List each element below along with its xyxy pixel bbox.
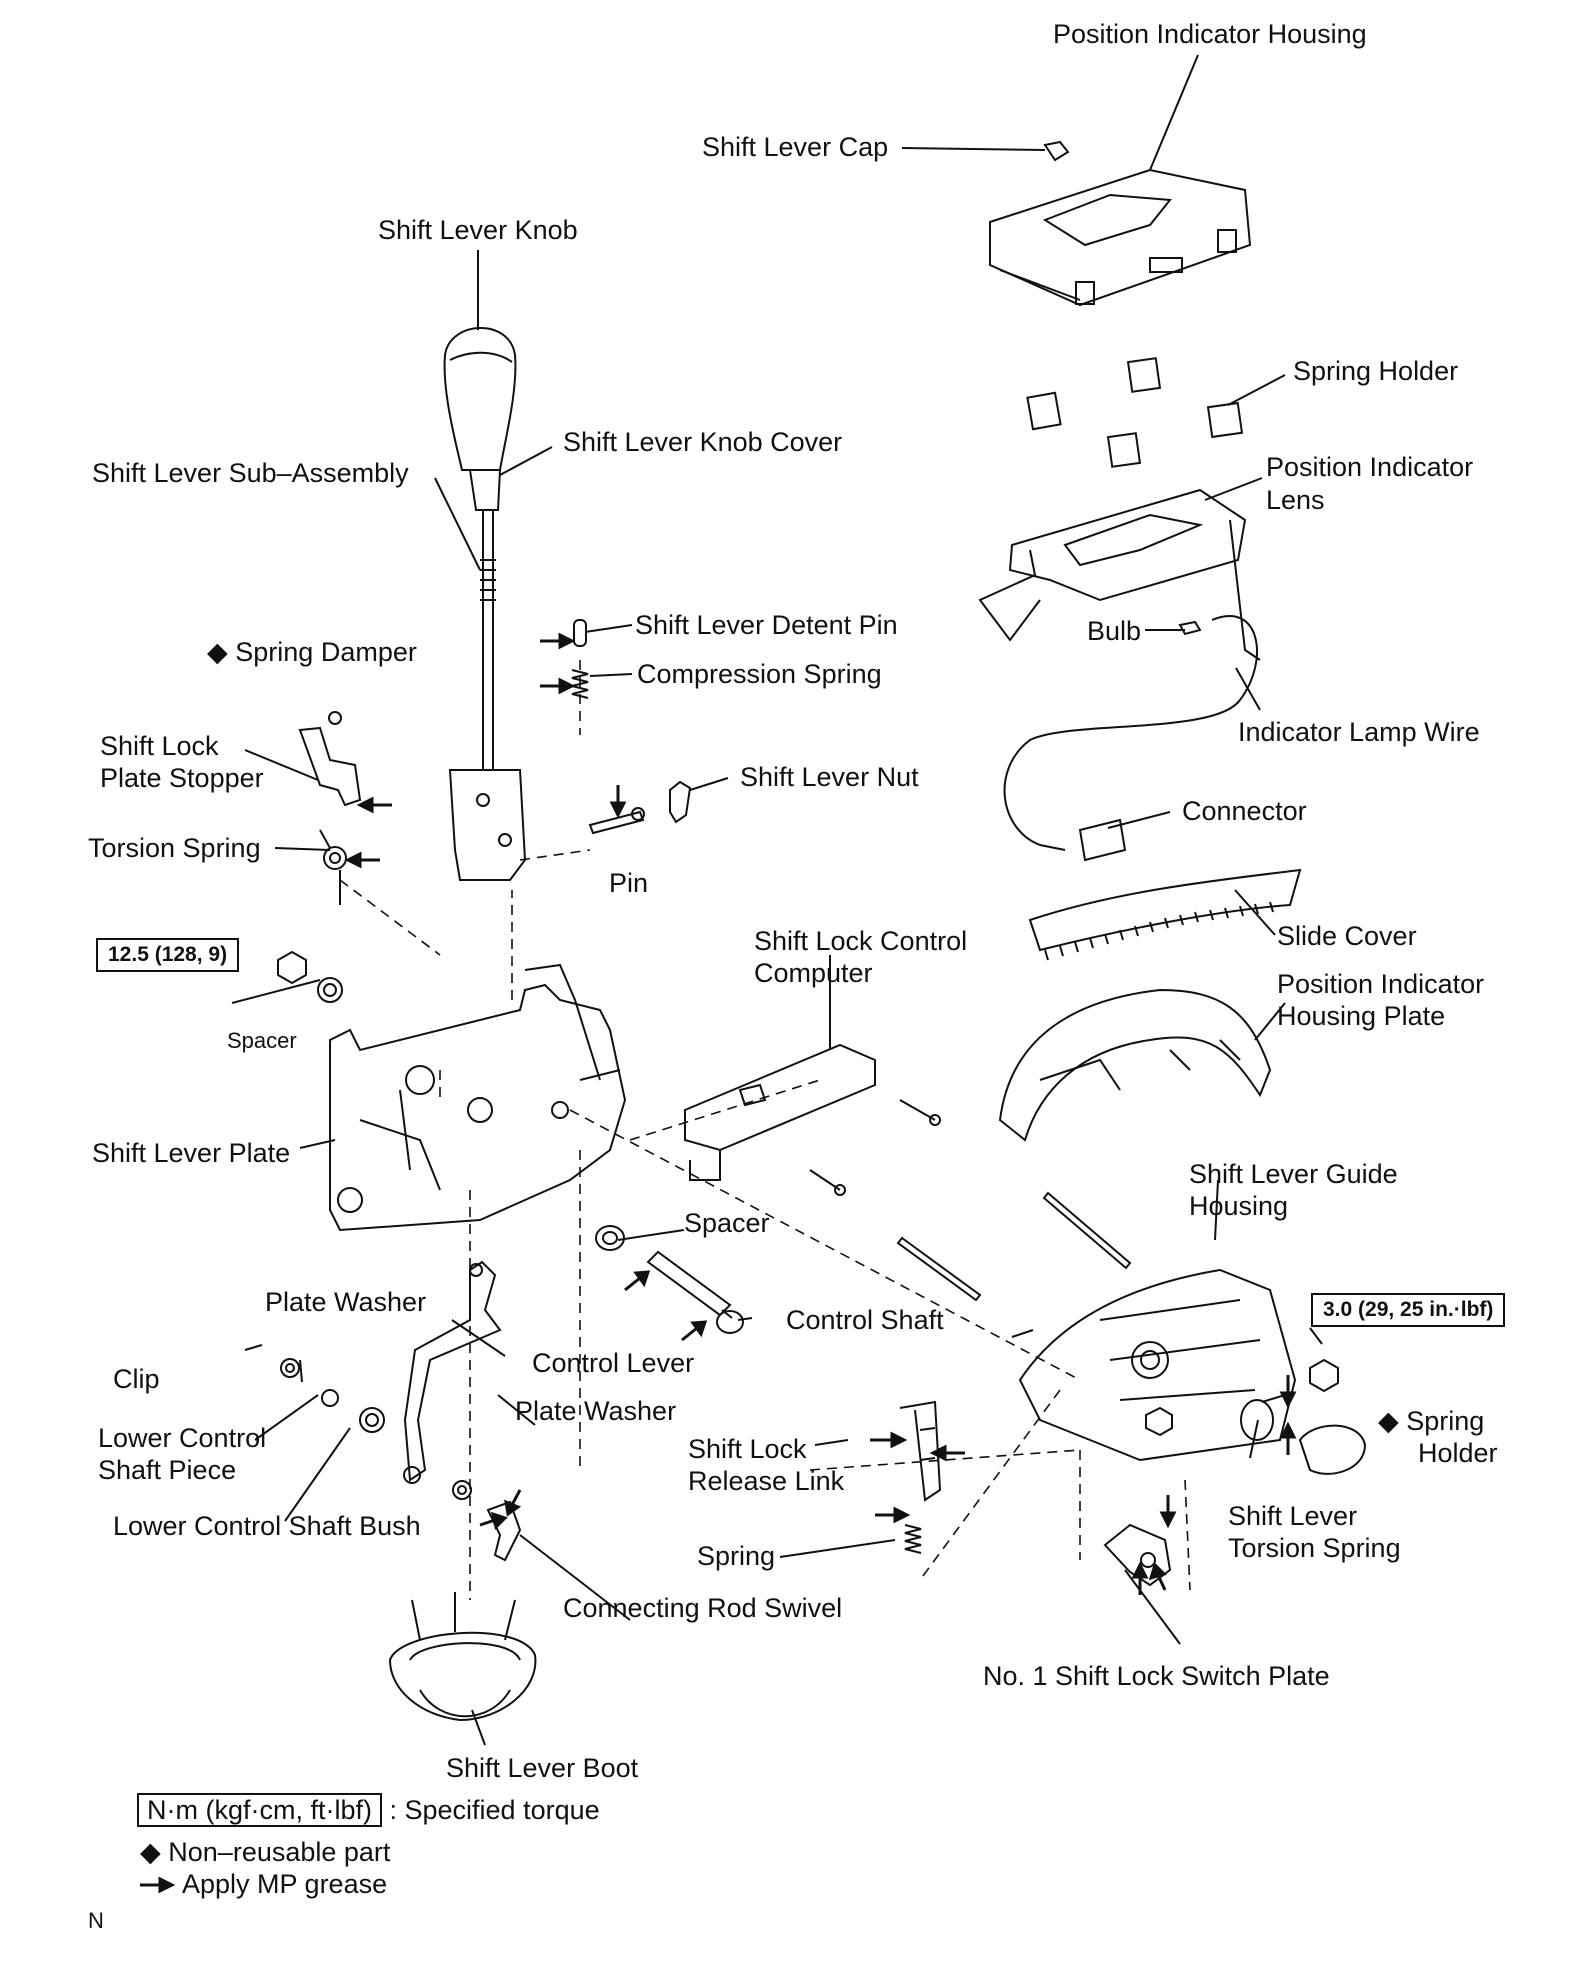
nonreusable-symbol: ◆ — [207, 637, 228, 667]
label-plate-washer-upper: Plate Washer — [265, 1287, 427, 1317]
label-bulb: Bulb — [1087, 616, 1142, 646]
spring-damper-text: Spring Damper — [235, 637, 417, 667]
legend-nonreusable-text: Non–reusable part — [168, 1837, 391, 1867]
label-shift-lock-release-link-1: Shift Lock — [688, 1434, 807, 1464]
nonreusable-symbol: ◆ — [1378, 1406, 1399, 1436]
label-lower-control-shaft-piece-1: Lower Control — [98, 1423, 267, 1453]
label-pin: Pin — [609, 868, 649, 898]
label-no1-shift-lock-switch-plate: No. 1 Shift Lock Switch Plate — [983, 1661, 1330, 1691]
label-position-indicator-housing-plate-1: Position Indicator — [1277, 969, 1485, 999]
legend-grease-text: Apply MP grease — [182, 1869, 388, 1899]
label-shift-lever-detent-pin: Shift Lever Detent Pin — [635, 610, 898, 640]
label-connector: Connector — [1182, 796, 1307, 826]
label-position-indicator-lens-1: Position Indicator — [1266, 452, 1474, 482]
label-shift-lever-guide-housing-1: Shift Lever Guide — [1189, 1159, 1398, 1189]
label-shift-lever-nut: Shift Lever Nut — [740, 762, 919, 792]
legend-torque-box: N·m (kgf·cm, ft·lbf) — [137, 1793, 382, 1827]
label-shift-lock-release-link-2: Release Link — [688, 1466, 845, 1496]
label-spring-holder-lower-2: Holder — [1418, 1438, 1498, 1468]
label-shift-lever-guide-housing-2: Housing — [1189, 1191, 1289, 1221]
label-shift-lock-plate-stopper-2: Plate Stopper — [100, 763, 264, 793]
label-shift-lever-boot: Shift Lever Boot — [446, 1753, 639, 1783]
label-torsion-spring: Torsion Spring — [88, 833, 261, 863]
corner-mark: N — [88, 1908, 104, 1933]
legend-torque: N·m (kgf·cm, ft·lbf) : Specified torque — [137, 1793, 600, 1827]
label-shift-lever-torsion-spring-1: Shift Lever — [1228, 1501, 1358, 1531]
label-spring-damper: ◆ Spring Damper — [207, 636, 417, 668]
label-lower-control-shaft-piece-2: Shaft Piece — [98, 1455, 237, 1485]
label-spring-holder-lower-1: ◆ Spring — [1378, 1405, 1484, 1437]
label-control-lever: Control Lever — [532, 1348, 695, 1378]
label-shift-lever-knob-cover: Shift Lever Knob Cover — [563, 427, 843, 457]
label-connecting-rod-swivel: Connecting Rod Swivel — [563, 1593, 843, 1623]
label-position-indicator-lens-2: Lens — [1266, 485, 1325, 515]
torque-value-left: 12.5 (128, 9) — [96, 938, 240, 972]
label-shift-lever-torsion-spring-2: Torsion Spring — [1228, 1533, 1401, 1563]
label-slide-cover: Slide Cover — [1277, 921, 1417, 951]
label-indicator-lamp-wire: Indicator Lamp Wire — [1238, 717, 1480, 747]
label-spacer-upper: Spacer — [227, 1028, 297, 1053]
label-shift-lock-control-computer-2: Computer — [754, 958, 873, 988]
nonreusable-symbol: ◆ — [140, 1837, 161, 1867]
label-spacer-lower: Spacer — [684, 1208, 770, 1238]
label-shift-lever-sub-assembly: Shift Lever Sub–Assembly — [92, 458, 409, 488]
label-spring-holder-top: Spring Holder — [1293, 356, 1459, 386]
label-shift-lever-cap: Shift Lever Cap — [702, 132, 889, 162]
label-control-shaft: Control Shaft — [786, 1305, 944, 1335]
spring-holder-lower-text: Spring — [1406, 1406, 1485, 1436]
torque-value-right: 3.0 (29, 25 in.·lbf) — [1311, 1293, 1506, 1327]
label-shift-lock-plate-stopper-1: Shift Lock — [100, 731, 219, 761]
legend-nonreusable: ◆ Non–reusable part — [140, 1836, 390, 1868]
label-position-indicator-housing-plate-2: Housing Plate — [1277, 1001, 1446, 1031]
label-spring: Spring — [697, 1541, 776, 1571]
label-plate-washer-lower: Plate Washer — [515, 1396, 677, 1426]
label-clip: Clip — [113, 1364, 160, 1394]
legend-torque-text: : Specified torque — [389, 1795, 600, 1825]
label-lower-control-shaft-bush: Lower Control Shaft Bush — [113, 1511, 421, 1541]
label-shift-lever-knob: Shift Lever Knob — [378, 215, 578, 245]
label-shift-lever-plate: Shift Lever Plate — [92, 1138, 291, 1168]
label-position-indicator-housing: Position Indicator Housing — [1053, 19, 1367, 49]
label-compression-spring: Compression Spring — [637, 659, 882, 689]
label-shift-lock-control-computer-1: Shift Lock Control — [754, 926, 968, 956]
